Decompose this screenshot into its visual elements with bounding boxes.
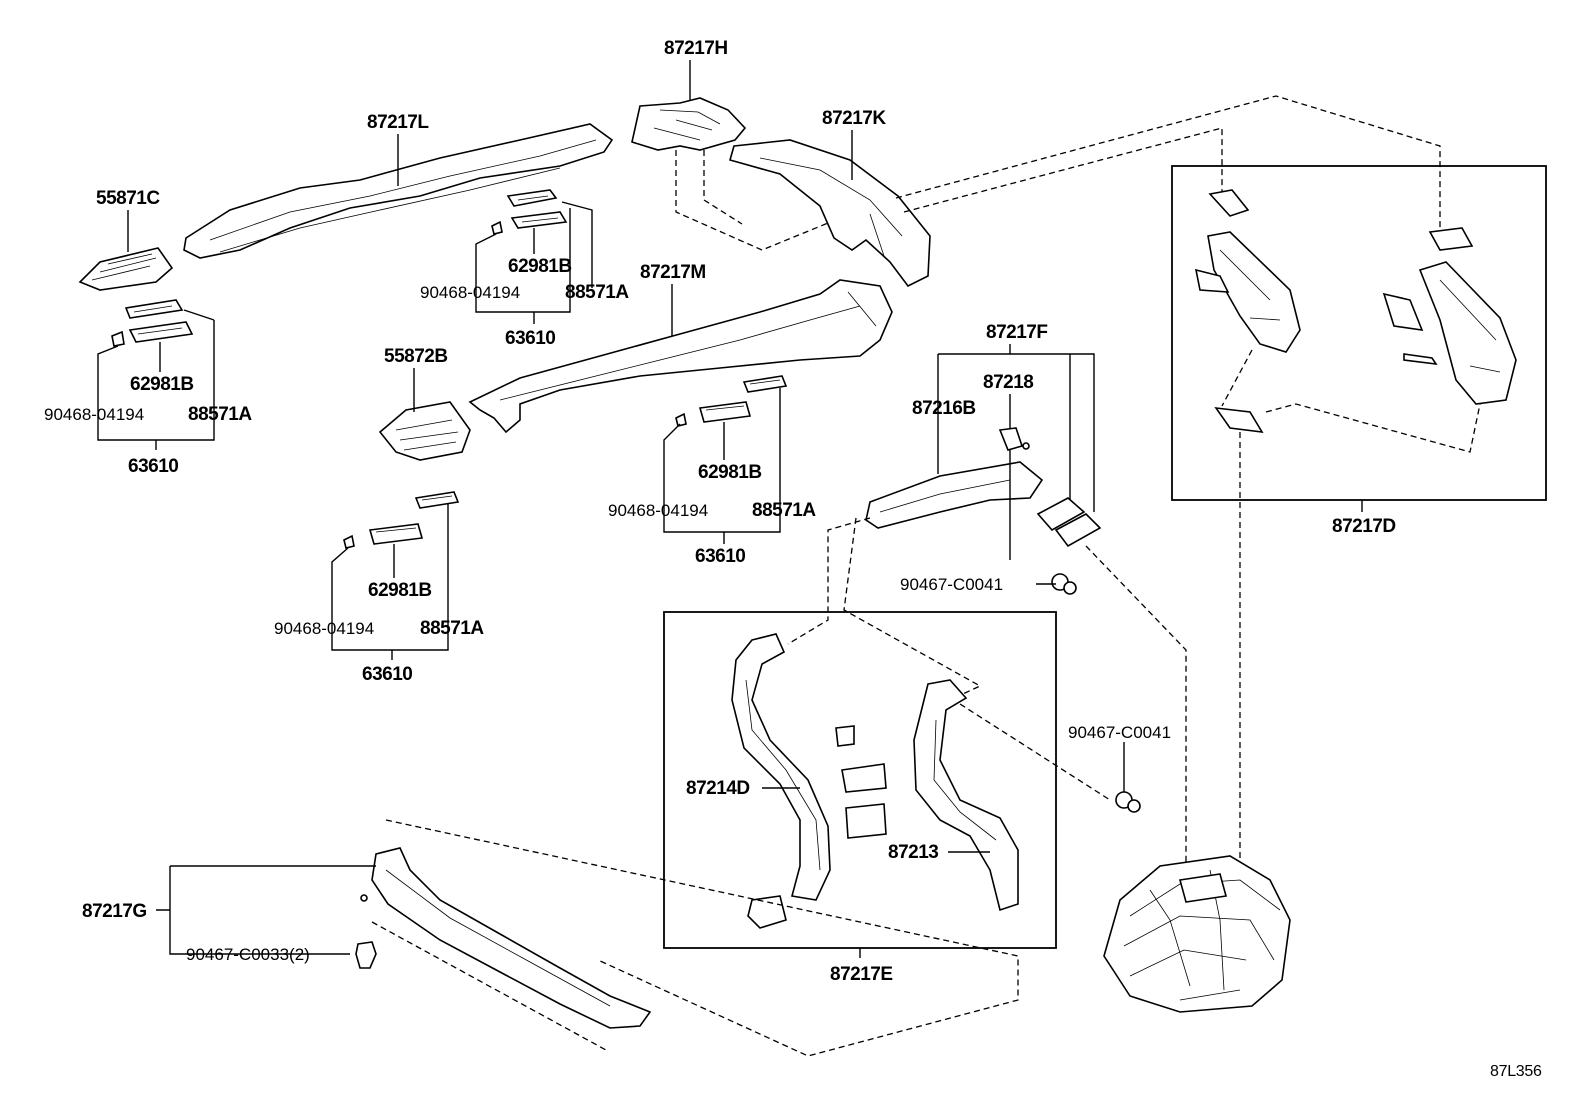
duct-87214D [731, 633, 831, 929]
dash-87217G-outline [385, 819, 1019, 1057]
label-87217M: 87217M [640, 262, 706, 283]
label-87213: 87213 [888, 842, 938, 863]
duct-87217K [729, 139, 931, 288]
box-87217D [1171, 165, 1547, 501]
register-group-a [491, 189, 568, 235]
bracket-87218 [998, 427, 1030, 451]
label-87217D: 87217D [1332, 516, 1396, 537]
duct-87217M [468, 279, 893, 434]
label-90467-C0041-a: 90467-C0041 [900, 575, 1003, 594]
leader-87217F [937, 344, 1095, 512]
label-62981B-c: 62981B [698, 462, 762, 483]
label-87218: 87218 [983, 372, 1033, 393]
diagram-code: 87L356 [1490, 1063, 1542, 1080]
dash-87217K-a [895, 95, 1441, 244]
duct-87216B [865, 461, 1044, 529]
label-90467-C0041-b: 90467-C0041 [1068, 723, 1171, 742]
leader-group-a [475, 208, 571, 313]
label-63610-b: 63610 [128, 456, 178, 477]
leader-88571A-a [561, 201, 593, 288]
clip-90467-C0041-b [1115, 791, 1141, 813]
label-62981B-d: 62981B [368, 580, 432, 601]
dash-87217K-b [903, 127, 1223, 213]
leader-group-c [663, 388, 781, 533]
label-88571A-b: 88571A [188, 404, 252, 425]
label-90468-a: 90468-04194 [420, 283, 520, 302]
label-87217L: 87217L [367, 112, 429, 133]
dash-87216B-a [787, 517, 871, 645]
duct-87213 [913, 679, 1019, 912]
label-87217G: 87217G [82, 901, 147, 922]
label-87216B: 87216B [912, 398, 976, 419]
label-90468-d: 90468-04194 [274, 619, 374, 638]
pads-87217E [835, 725, 887, 839]
label-55871C: 55871C [96, 188, 160, 209]
label-63610-a: 63610 [505, 328, 555, 349]
label-88571A-c: 88571A [752, 500, 816, 521]
clip-90467-C0033 [355, 941, 377, 969]
leader-group-d [331, 504, 449, 651]
part-55872B [378, 401, 471, 461]
clip-90467-C0041-a [1051, 573, 1077, 595]
dash-87217H-a [675, 150, 856, 251]
leader-87217G [156, 865, 376, 955]
duct-87217D-right [1382, 227, 1517, 405]
leader-88571A-b-top [183, 309, 215, 321]
part-55871C [78, 247, 174, 291]
register-group-d [343, 491, 460, 549]
label-90468-b: 90468-04194 [44, 405, 144, 424]
register-group-c [675, 375, 788, 427]
label-55872B: 55872B [384, 346, 448, 367]
bracket-87217G [360, 847, 652, 1029]
seal-87217D [1214, 406, 1264, 433]
label-63610-d: 63610 [362, 664, 412, 685]
label-87214D: 87214D [686, 778, 750, 799]
duct-87217H [631, 97, 747, 151]
dash-87216B-b [843, 517, 982, 701]
label-62981B-b: 62981B [130, 374, 194, 395]
label-90468-c: 90468-04194 [608, 501, 708, 520]
label-87217K: 87217K [822, 108, 886, 129]
duct-87217L [183, 123, 614, 259]
label-87217F: 87217F [986, 322, 1047, 343]
label-62981B-a: 62981B [508, 256, 572, 277]
leader-group-b [97, 320, 215, 441]
label-88571A-a: 88571A [565, 282, 629, 303]
label-87217H: 87217H [664, 38, 728, 59]
dash-87217H-b [703, 150, 743, 225]
duct-87217D-left [1194, 189, 1301, 353]
hvac-unit [1103, 855, 1291, 1013]
label-90467-C0033: 90467-C0033(2) [186, 945, 310, 964]
label-63610-c: 63610 [695, 546, 745, 567]
register-group-b [111, 299, 194, 347]
dash-87217F-down [1085, 545, 1187, 868]
label-87217E: 87217E [830, 964, 893, 985]
dash-87217G-clip [371, 921, 607, 1051]
label-88571A-d: 88571A [420, 618, 484, 639]
dash-87217D-inner [1221, 349, 1481, 453]
seal-rings-87217F [1036, 497, 1102, 548]
dash-87213-clip [959, 703, 1111, 801]
